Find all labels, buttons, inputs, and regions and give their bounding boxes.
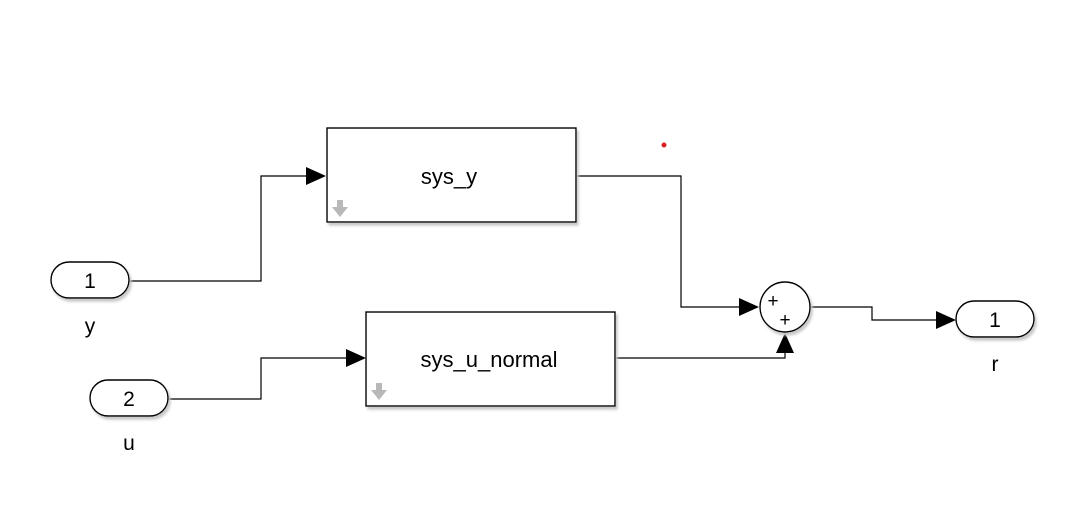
arrowhead-sum-input-2 [776,333,794,353]
signal-y-to-sys-y[interactable] [130,175,306,282]
subsystem-sys-u-normal[interactable]: sys_u_normal [365,311,616,407]
sum-sign-2: + [779,310,790,331]
inport-u-number: 2 [123,388,135,411]
inport-u-shape[interactable] [89,379,169,417]
arrowhead-sys-u-normal-input [346,349,366,367]
sum-block[interactable]: + + [759,281,811,333]
signal-u-to-sys-u-normal[interactable] [169,357,346,400]
outport-r-shape[interactable] [955,300,1035,338]
down-arrow-icon [371,383,387,400]
inport-y[interactable]: 1 y [50,261,130,338]
inport-y-number: 1 [84,270,96,293]
subsystem-sys-y-label: sys_y [421,164,477,189]
arrowhead-sum-input-1 [739,298,759,316]
outport-r-label: r [992,353,999,376]
sum-sign-1: + [767,291,778,312]
inport-u-label: u [123,432,135,455]
down-arrow-icon [332,200,348,217]
signal-lines [130,175,936,400]
arrowhead-sys-y-input [306,167,326,185]
arrowheads [306,167,956,367]
subsystem-sys-u-normal-label: sys_u_normal [421,347,558,372]
inport-u[interactable]: 2 u [89,379,169,455]
subsystem-sys-y[interactable]: sys_y [326,127,577,223]
sum-block-circle[interactable] [759,281,811,333]
inport-y-label: y [85,315,96,338]
inport-y-shape[interactable] [50,261,130,299]
signal-sys-y-to-sum[interactable] [577,175,739,308]
outport-r-number: 1 [989,309,1001,332]
signal-sys-u-normal-to-sum[interactable] [616,353,786,359]
subsystem-sys-u-normal-box[interactable] [365,311,616,407]
subsystem-sys-y-box[interactable] [326,127,577,223]
arrowhead-outport-r [936,311,956,329]
signal-sum-to-r[interactable] [811,306,936,321]
outport-r[interactable]: 1 r [955,300,1035,376]
marker-dot [661,142,667,148]
